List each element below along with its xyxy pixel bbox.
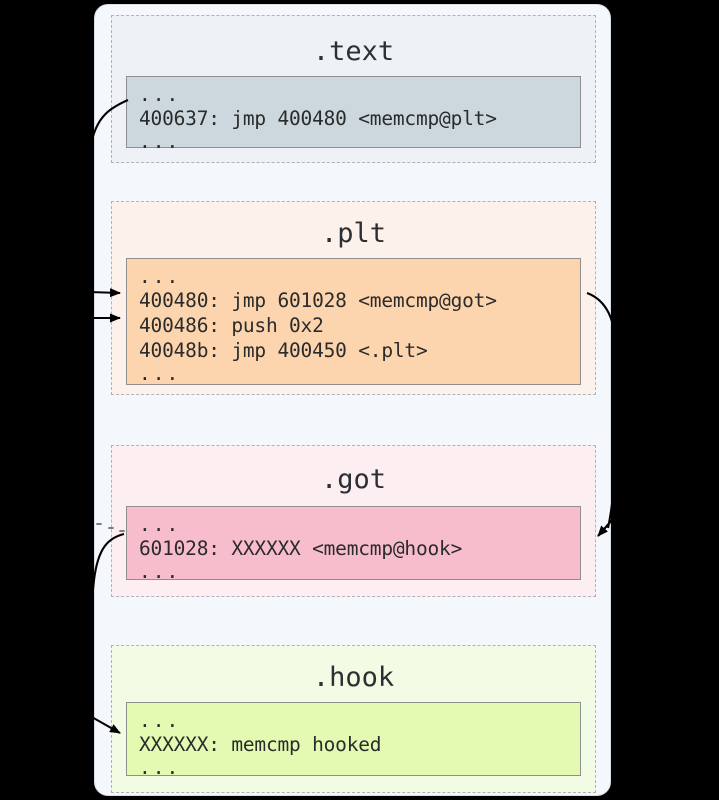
code-line-plt-push: 400486: push 0x2 <box>139 314 324 337</box>
memory-layout-container: .text ... 400637: jmp 400480 <memcmp@plt… <box>94 4 611 796</box>
section-title-text: .text <box>312 36 395 67</box>
section-title-got: .got <box>320 464 387 495</box>
code-box-hook: ... XXXXXX: memcmp hooked ... <box>126 702 581 779</box>
code-line-text-jmp-plt: 400637: jmp 400480 <memcmp@plt> <box>139 107 497 130</box>
code-ellipsis-top: ... <box>139 83 181 106</box>
code-ellipsis-bottom: ... <box>139 560 181 583</box>
code-ellipsis-top: ... <box>139 709 181 732</box>
code-ellipsis-bottom: ... <box>139 130 181 153</box>
code-ellipsis-bottom: ... <box>139 756 181 779</box>
code-line-hook-body: XXXXXX: memcmp hooked <box>139 733 382 756</box>
code-box-text: ... 400637: jmp 400480 <memcmp@plt> ... <box>126 76 581 153</box>
section-text: .text ... 400637: jmp 400480 <memcmp@plt… <box>111 15 596 163</box>
code-line-got-entry: 601028: XXXXXX <memcmp@hook> <box>139 537 463 560</box>
code-box-plt: ... 400480: jmp 601028 <memcmp@got> 4004… <box>126 258 581 385</box>
code-line-plt-jmp-got: 400480: jmp 601028 <memcmp@got> <box>139 289 497 312</box>
code-box-got: ... 601028: XXXXXX <memcmp@hook> ... <box>126 506 581 583</box>
code-line-plt-jmp-plt0: 40048b: jmp 400450 <.plt> <box>139 339 428 362</box>
section-title-hook: .hook <box>312 662 395 693</box>
section-hook: .hook ... XXXXXX: memcmp hooked ... <box>111 645 596 793</box>
section-title-plt: .plt <box>320 218 387 249</box>
code-ellipsis-bottom: ... <box>139 362 181 385</box>
code-ellipsis-top: ... <box>139 265 181 288</box>
section-got: .got ... 601028: XXXXXX <memcmp@hook> ..… <box>111 445 596 597</box>
code-ellipsis-top: ... <box>139 513 181 536</box>
section-plt: .plt ... 400480: jmp 601028 <memcmp@got>… <box>111 201 596 395</box>
